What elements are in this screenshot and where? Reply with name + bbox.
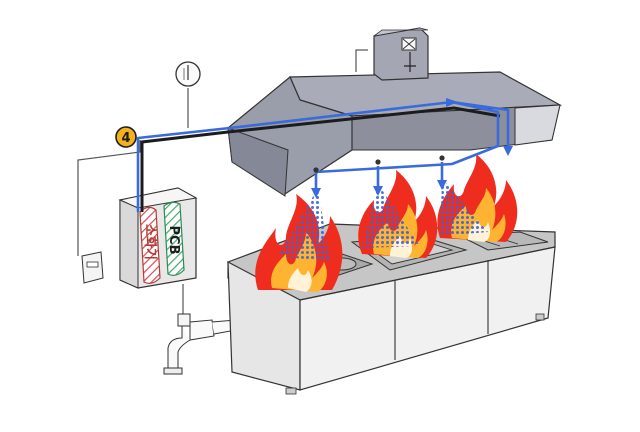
flow-arrow-icon <box>311 98 513 198</box>
extinguishing-agent-spray <box>278 178 488 262</box>
wiring <box>77 88 189 318</box>
water-valve <box>163 313 237 375</box>
exhaust-hood <box>227 27 563 197</box>
extinguisher-tank <box>139 206 161 284</box>
detection-cable <box>140 106 501 212</box>
junction-box <box>81 251 104 284</box>
pcb-label: PCB <box>166 226 181 255</box>
step-badge: 4 <box>115 126 137 148</box>
pcb-board <box>163 201 185 276</box>
step-badge-number: 4 <box>121 131 130 146</box>
pressure-gauge-icon <box>175 61 201 87</box>
extinguisher-label: 소화기 <box>142 224 158 260</box>
nozzle-icon <box>313 155 445 173</box>
